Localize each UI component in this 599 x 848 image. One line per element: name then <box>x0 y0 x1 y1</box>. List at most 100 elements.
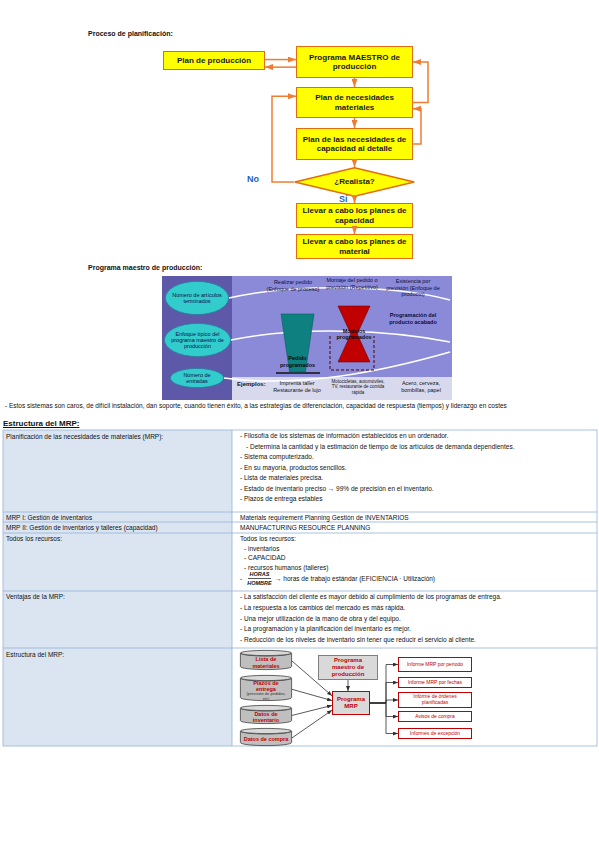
connector-arrow <box>370 703 398 717</box>
report-box: Informe MRP por fechas <box>398 677 472 688</box>
node-text: Plan de necesidades materiales <box>300 93 409 111</box>
connector-arrow <box>370 665 398 704</box>
report-box: Informe de órdenes planificadas <box>398 692 472 708</box>
table-cell: MRP II: Gestión de inventarios y tallere… <box>6 524 228 532</box>
node-text: Número de artículos terminados <box>168 292 226 305</box>
node-text: Plazos de entrega <box>243 680 289 693</box>
note-text: - Estos sistemas son caros, de difícil i… <box>5 402 595 410</box>
node-text: Llevar a cabo los planes de capacidad <box>300 206 409 224</box>
flow-curve <box>224 352 450 381</box>
connector-arrow <box>348 680 349 691</box>
table-cell: MANUFACTURING RESOURCE PLANNING <box>240 524 592 532</box>
example-text: Motocicletas, automóviles, TV, restauran… <box>328 379 388 395</box>
table-header-column <box>3 430 232 746</box>
decision-diamond: ¿Realista? <box>294 167 415 197</box>
connector-arrow <box>370 703 398 734</box>
table-cell: - Sistema computerizado. <box>240 453 592 461</box>
category-oval-shape <box>165 281 228 314</box>
table-cell: Planificación de las necesidades de mate… <box>6 433 228 441</box>
connector-arrow <box>292 661 332 696</box>
table-cell: - Filosofía de los sistemas de informaci… <box>240 432 592 440</box>
column-heading: Existencia por previsión (Enfoque de pro… <box>384 278 442 298</box>
table-cell: HOMBRE <box>246 580 273 587</box>
table-cell: - <box>240 575 248 583</box>
cylinder-top <box>240 728 291 733</box>
edge-label: No <box>247 175 259 184</box>
node-text: Informes de excepción <box>410 731 460 737</box>
data-store: Datos de inventario <box>240 705 292 724</box>
process-box: Programa MAESTRO de producción <box>296 46 413 78</box>
node-text: Avisos de compra <box>415 714 455 720</box>
schedule-box: Programa maestro de producción <box>318 655 378 680</box>
table-cell: - En su mayoría, productos sencillos. <box>240 464 592 472</box>
table-cell: Todos los recursos: <box>6 535 228 543</box>
process-box: Plan de necesidades materiales <box>296 87 413 118</box>
table-cell: Todos los recursos: <box>240 535 592 543</box>
base-line <box>276 372 320 374</box>
connector-arrow <box>354 197 356 203</box>
table-cell: HORAS <box>248 571 271 578</box>
connector-arrow <box>370 683 398 704</box>
node-text: ¿Realista? <box>334 177 374 186</box>
cylinder-top <box>240 705 291 710</box>
table-cell: - Lista de materiales precisa. <box>240 474 592 482</box>
category-oval: Número de artículos terminados <box>165 281 229 315</box>
section-heading: Proceso de planificación: <box>88 30 308 38</box>
node-text: Informe MRP por fechas <box>408 680 462 686</box>
table-frame <box>3 430 597 746</box>
table-cell: MRP I: Gestión de inventarios <box>6 514 228 522</box>
fraction-bar <box>248 578 271 579</box>
node-text: Enfoque típico del programa maestro de p… <box>167 331 228 350</box>
program-box: Programa MRP <box>332 691 370 715</box>
table-cell: - La programación y la planificación del… <box>240 625 592 633</box>
table-cell: - Estado de inventario preciso → 99% de … <box>240 485 592 493</box>
connector-arrow <box>354 228 356 234</box>
node-text: Módulos programados <box>336 328 371 341</box>
connector-arrow <box>413 62 428 103</box>
node-text: Datos de inventario <box>243 711 289 724</box>
illustration-side-band <box>162 276 232 400</box>
table-cell: Ventajas de la MRP: <box>6 593 228 601</box>
connector-arrow <box>272 96 296 182</box>
category-oval-shape <box>164 323 230 356</box>
report-box: Informes de excepción <box>398 728 472 739</box>
table-cell: → horas de trabajo estándar (EFICIENCIA … <box>275 575 585 583</box>
table-cell: - La satisfacción del cliente es mayor d… <box>240 593 592 601</box>
connector-arrow <box>413 109 421 144</box>
node-text: (previsión de pedidos, etc) <box>243 692 289 701</box>
connector-arrow <box>370 700 398 703</box>
process-box: Plan de producción <box>163 51 265 70</box>
node-text: Lista de materiales <box>243 656 289 669</box>
connector-arrow <box>354 118 356 128</box>
table-cell: - La respuesta a los cambios del mercado… <box>240 604 592 612</box>
connector-arrow <box>292 689 332 700</box>
node-text: Plan de producción <box>177 56 251 65</box>
column-heading: Realizar pedido (Enfoque de proceso) <box>266 279 320 292</box>
report-box: Avisos de compra <box>398 711 472 722</box>
data-store: Plazos de entrega(previsión de pedidos, … <box>240 675 292 701</box>
table-cell: - Plazos de entrega estables <box>240 495 592 503</box>
funnel-shape: Pedido programados <box>281 314 314 372</box>
node-text: Llevar a cabo los planes de material <box>300 237 409 255</box>
edge-label: Sí <box>339 195 348 204</box>
table-cell: - Reducción de los niveles de inventario… <box>240 636 592 644</box>
connector-arrow <box>265 66 296 68</box>
column-heading: Montaje del pedido o previsión (Repetiti… <box>325 277 379 290</box>
example-text: Acero, cerveza, bombillas, papel <box>392 380 450 393</box>
data-store-shape <box>240 678 291 701</box>
process-box: Plan de las necesidades de capacidad al … <box>296 128 413 160</box>
node-text: Datos de compra <box>244 736 289 742</box>
data-store: Lista de materiales <box>240 650 292 670</box>
node-text: Programa maestro de producción <box>322 657 374 678</box>
node-text: Plan de las necesidades de capacidad al … <box>300 135 409 153</box>
table-cell: - CAPACIDAD <box>244 554 584 562</box>
category-oval-shape <box>170 368 223 387</box>
connector-arrow <box>265 59 296 61</box>
table-cell: - Una mejor utilización de la mano de ob… <box>240 615 592 623</box>
data-store: Datos de compra <box>240 728 292 746</box>
process-box: Llevar a cabo los planes de material <box>296 234 413 259</box>
hourglass-shape: Módulos programados <box>338 306 370 362</box>
table-cell: Estructura del MRP: <box>6 651 228 659</box>
node-text: Programa MAESTRO de producción <box>300 53 409 71</box>
